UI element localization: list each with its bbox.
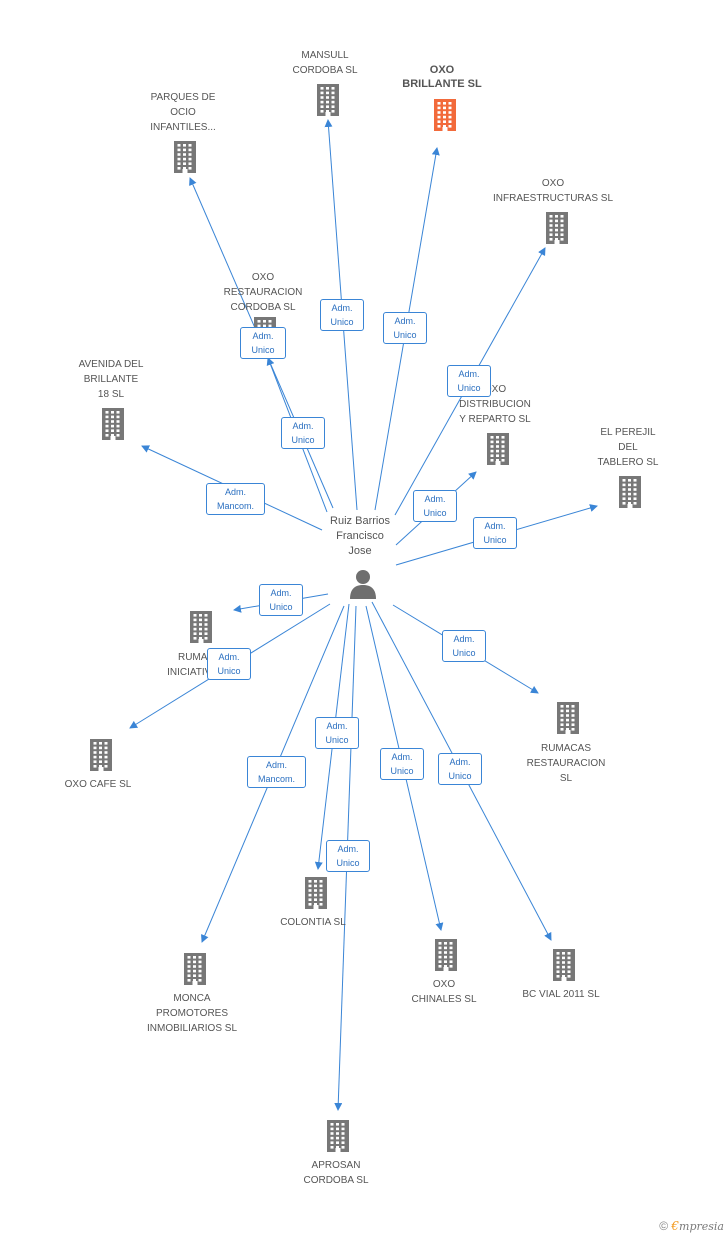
- relation-label[interactable]: Adm. Unico: [447, 365, 491, 397]
- building-icon[interactable]: [301, 876, 331, 910]
- building-icon[interactable]: [170, 140, 200, 174]
- company-label[interactable]: PARQUES DE OCIO INFANTILES...: [150, 92, 216, 133]
- company-label[interactable]: OXO BRILLANTE SL: [402, 64, 482, 90]
- building-icon[interactable]: [553, 701, 583, 735]
- relation-label[interactable]: Adm. Unico: [413, 490, 457, 522]
- company-label[interactable]: OXO CAFE SL: [64, 779, 132, 790]
- relation-label[interactable]: Adm. Unico: [320, 299, 364, 331]
- relation-label[interactable]: Adm. Unico: [259, 584, 303, 616]
- building-icon[interactable]: [180, 952, 210, 986]
- brand-logo-text: mpresia: [679, 1220, 724, 1233]
- building-icon[interactable]: [98, 407, 128, 441]
- company-label[interactable]: OXO INFRAESTRUCTURAS SL: [492, 178, 613, 204]
- copyright-symbol: ©: [659, 1219, 669, 1233]
- company-label[interactable]: RUMACAS INICIATIVAS SL: [167, 652, 239, 678]
- company-label[interactable]: AVENIDA DEL BRILLANTE 18 SL: [78, 359, 144, 400]
- relation-label[interactable]: Adm. Mancom.: [247, 756, 306, 788]
- building-icon[interactable]: [86, 738, 116, 772]
- building-icon[interactable]: [186, 610, 216, 644]
- building-icon[interactable]: [323, 1119, 353, 1153]
- relation-label[interactable]: Adm. Unico: [473, 517, 517, 549]
- person-icon[interactable]: [348, 568, 378, 600]
- building-icon[interactable]: [431, 938, 461, 972]
- company-label[interactable]: BC VIAL 2011 SL: [522, 989, 600, 1000]
- center-person-name[interactable]: Ruiz Barrios Francisco Jose: [330, 515, 390, 557]
- relation-label[interactable]: Adm. Unico: [438, 753, 482, 785]
- company-label[interactable]: APROSAN CORDOBA SL: [303, 1160, 369, 1186]
- building-icon[interactable]: [430, 98, 460, 132]
- brand-footer: © €mpresia: [659, 1219, 724, 1233]
- relation-label[interactable]: Adm. Unico: [315, 717, 359, 749]
- company-label[interactable]: RUMACAS RESTAURACION SL: [526, 743, 606, 784]
- building-icon[interactable]: [483, 432, 513, 466]
- building-icon[interactable]: [615, 475, 645, 509]
- relation-label[interactable]: Adm. Unico: [207, 648, 251, 680]
- company-label[interactable]: OXO RESTAURACION CORDOBA SL: [223, 272, 303, 313]
- company-label[interactable]: MANSULL CORDOBA SL: [292, 50, 358, 76]
- relation-label[interactable]: Adm. Mancom.: [206, 483, 265, 515]
- relation-label[interactable]: Adm. Unico: [240, 327, 286, 359]
- company-label[interactable]: OXO DISTRIBUCION Y REPARTO SL: [459, 384, 531, 425]
- relation-label[interactable]: Adm. Unico: [281, 417, 325, 449]
- building-icon[interactable]: [542, 211, 572, 245]
- company-label[interactable]: EL PEREJIL DEL TABLERO SL: [597, 427, 659, 468]
- relation-label[interactable]: Adm. Unico: [380, 748, 424, 780]
- relation-label[interactable]: Adm. Unico: [326, 840, 370, 872]
- building-icon[interactable]: [313, 83, 343, 117]
- brand-logo-initial: €: [671, 1219, 680, 1233]
- company-label[interactable]: COLONTIA SL: [280, 917, 346, 928]
- relation-label[interactable]: Adm. Unico: [383, 312, 427, 344]
- relation-label[interactable]: Adm. Unico: [442, 630, 486, 662]
- building-icon[interactable]: [549, 948, 579, 982]
- company-label[interactable]: OXO CHINALES SL: [411, 979, 477, 1005]
- company-label[interactable]: MONCA PROMOTORES INMOBILIARIOS SL: [146, 993, 238, 1034]
